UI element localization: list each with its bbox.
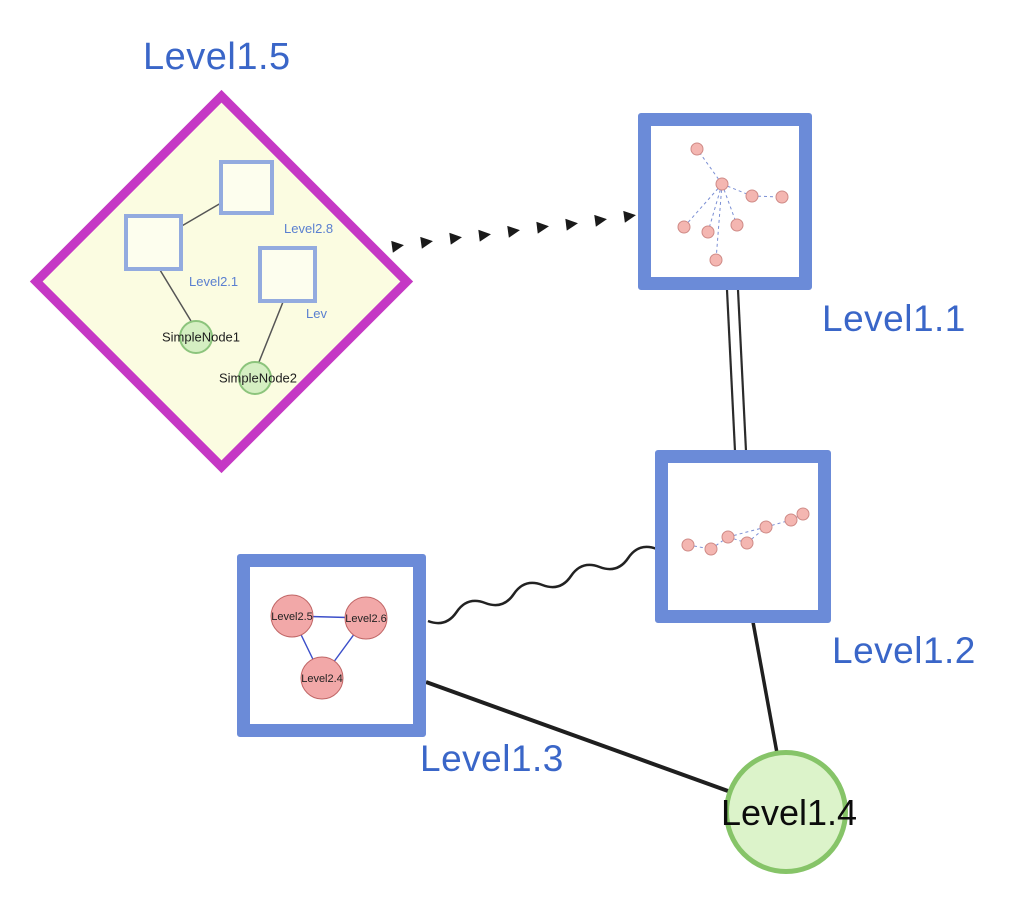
- node-level12[interactable]: [655, 450, 831, 623]
- level13-subgraph: Level2.5 Level2.6 Level2.4: [270, 594, 388, 700]
- edge-level11-level12-line1[interactable]: [725, 289, 737, 452]
- node-level12-label: Level1.2: [832, 630, 976, 671]
- node-simplenode2[interactable]: [238, 361, 272, 395]
- node-level21[interactable]: [124, 214, 183, 271]
- node-level24-label: Level2.4: [301, 673, 343, 685]
- edge-level15-level11[interactable]: [391, 210, 636, 253]
- mini-node[interactable]: [796, 507, 810, 521]
- node-level28-label: Level2.8: [284, 221, 334, 236]
- mini-node[interactable]: [690, 142, 704, 156]
- mini-node[interactable]: [759, 520, 773, 534]
- node-level24[interactable]: [300, 656, 344, 700]
- mini-node[interactable]: [704, 542, 718, 556]
- mini-node[interactable]: [709, 253, 723, 267]
- node-level11[interactable]: [638, 113, 812, 290]
- node-lev-label: Lev: [306, 306, 327, 321]
- node-level21-label: Level2.1: [189, 274, 239, 289]
- mini-node[interactable]: [681, 538, 695, 552]
- node-level26[interactable]: [344, 596, 388, 640]
- node-level28[interactable]: [219, 160, 274, 215]
- mini-node[interactable]: [784, 513, 798, 527]
- node-level11-label: Level1.1: [822, 298, 966, 339]
- node-level15-label: Level1.5: [143, 36, 291, 78]
- mini-node[interactable]: [677, 220, 691, 234]
- edge-level11-level12-line2[interactable]: [736, 289, 748, 452]
- node-simplenode2-label: SimpleNode2: [218, 370, 298, 386]
- node-level25[interactable]: [270, 594, 314, 638]
- mini-node[interactable]: [715, 177, 729, 191]
- mini-node[interactable]: [740, 536, 754, 550]
- mini-node[interactable]: [775, 190, 789, 204]
- mini-node[interactable]: [701, 225, 715, 239]
- node-level14-label: Level1.4: [720, 792, 858, 833]
- node-lev[interactable]: [258, 246, 317, 303]
- level12-subgraph: [681, 507, 810, 556]
- edge-level13-level12[interactable]: [427, 545, 658, 625]
- node-level13-label: Level1.3: [420, 738, 564, 779]
- node-level13[interactable]: Level2.5 Level2.6 Level2.4: [237, 554, 426, 737]
- level11-subgraph: [677, 142, 789, 267]
- mini-node[interactable]: [730, 218, 744, 232]
- node-simplenode1[interactable]: [179, 320, 213, 354]
- node-level14[interactable]: [724, 750, 848, 874]
- node-level25-label: Level2.5: [271, 611, 313, 623]
- mini-node[interactable]: [721, 530, 735, 544]
- mini-node[interactable]: [745, 189, 759, 203]
- node-level26-label: Level2.6: [345, 613, 387, 625]
- edge-level12-level14[interactable]: [751, 621, 779, 754]
- node-simplenode1-label: SimpleNode1: [161, 329, 241, 345]
